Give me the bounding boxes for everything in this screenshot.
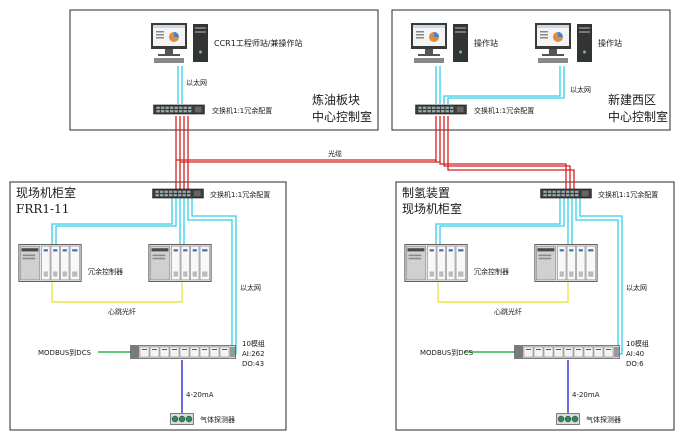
switch-label: 交换机1:1冗余配置	[210, 190, 270, 199]
sync-links-bottom-right	[437, 282, 569, 303]
controller-rack-icon	[148, 244, 212, 282]
workstation-label: CCR1工程师站/兼操作站	[214, 38, 303, 48]
sync-fiber-label: 心跳光纤	[494, 307, 522, 316]
room-title-line1: 新建西区	[608, 92, 656, 107]
io-ai-count: AI:40	[626, 350, 644, 358]
fiber-links	[175, 116, 575, 190]
detector-label: 气体探测器	[586, 415, 621, 424]
controller-label: 冗余控制器	[88, 267, 123, 276]
gas-detector-icon	[170, 413, 194, 425]
ethernet-links-top-right	[435, 66, 565, 104]
sync-fiber-label: 心跳光纤	[108, 307, 136, 316]
io-module-icon	[514, 345, 620, 359]
network-switch-icon	[153, 104, 205, 115]
network-switch-icon	[152, 188, 204, 199]
room-title-line1: 制氢装置	[402, 185, 450, 200]
workstation-icon	[151, 23, 208, 63]
room-title-line2: 现场机柜室	[402, 201, 462, 216]
sync-links-bottom-left	[51, 282, 183, 303]
modbus-label: MODBUS到DCS	[420, 349, 474, 357]
io-do-count: DO:6	[626, 360, 644, 368]
ethernet-label: 以太网	[626, 283, 647, 292]
io-modules-label: 10模组	[242, 339, 265, 348]
network-switch-icon	[415, 104, 467, 115]
room-title-line2: FRR1-11	[16, 202, 69, 216]
switch-label: 交换机1:1冗余配置	[598, 190, 658, 199]
controller-rack-icon	[404, 244, 468, 282]
workstation-label: 操作站	[474, 38, 498, 48]
room-box-refinery-ccr	[69, 9, 379, 131]
room-title-line2: 中心控制室	[608, 109, 668, 124]
io-ai-count: AI:262	[242, 350, 265, 358]
room-title-line1: 现场机柜室	[16, 185, 76, 200]
ethernet-label: 以太网	[240, 283, 261, 292]
gas-detector-icon	[556, 413, 580, 425]
controller-rack-icon	[534, 244, 598, 282]
io-do-count: DO:43	[242, 360, 264, 368]
controller-label: 冗余控制器	[474, 267, 509, 276]
switch-label: 交换机1:1冗余配置	[474, 106, 534, 115]
fiber-label: 光缆	[328, 149, 342, 158]
room-title-line1: 炼油板块	[312, 92, 360, 107]
io-module-icon	[130, 345, 236, 359]
detector-label: 气体探测器	[200, 415, 235, 424]
modbus-label: MODBUS到DCS	[38, 349, 92, 357]
network-switch-icon	[540, 188, 592, 199]
workstation-icon	[411, 23, 468, 63]
room-box-field-h2	[395, 181, 675, 431]
ethernet-label: 以太网	[186, 78, 207, 87]
switch-label: 交换机1:1冗余配置	[212, 106, 272, 115]
ethernet-links-bottom-left	[51, 198, 237, 355]
room-box-new-west-ccr	[391, 9, 671, 131]
room-box-field-frr	[9, 181, 287, 431]
ethernet-label: 以太网	[570, 85, 591, 94]
signal-label: 4-20mA	[572, 391, 600, 399]
signal-label: 4-20mA	[186, 391, 214, 399]
workstation-icon	[535, 23, 592, 63]
workstation-label: 操作站	[598, 38, 622, 48]
io-modules-label: 10模组	[626, 339, 649, 348]
controller-rack-icon	[18, 244, 82, 282]
ethernet-links-top-left	[177, 66, 183, 104]
room-title-line2: 中心控制室	[312, 109, 372, 124]
